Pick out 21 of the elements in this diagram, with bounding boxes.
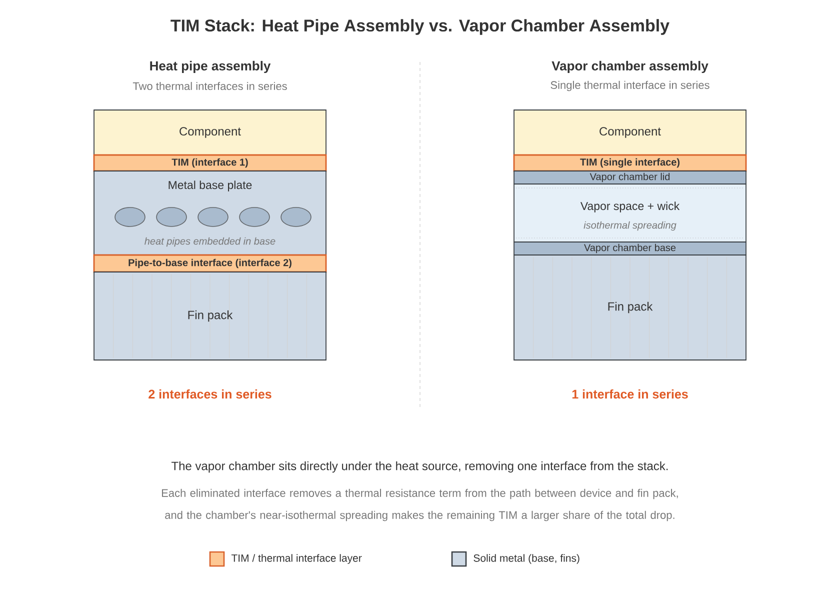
title: TIM Stack: Heat Pipe Assembly vs. Vapor Chamber Assembly	[170, 19, 670, 35]
component-layer: Component	[514, 110, 746, 156]
tim-layer: TIM (interface 1)	[93, 154, 327, 172]
explanation-paragraph: Each eliminated interface removes a thermal resistance term from the path between device and fin pack, and the chamber's near-isothermal spreading makes the remaining TIM a larger share of the total drop.	[162, 488, 678, 522]
summary-note: The vapor chamber sits directly under the heat source, removing one interface from the stack.	[172, 461, 668, 473]
column-heading: Vapor chamber assembly	[552, 60, 708, 74]
chamber-wall-layer: Vapor chamber lid	[514, 170, 746, 184]
legend-label: Solid metal (base, fins)	[474, 554, 580, 564]
fin-pack-layer: Fin pack	[94, 272, 326, 360]
legend-label: TIM / thermal interface layer	[231, 554, 362, 564]
component-layer: Component	[94, 110, 326, 156]
column-heading: Heat pipe assembly	[150, 60, 271, 74]
interface-count: 2 interfaces in series	[148, 389, 272, 399]
tim-layer: Pipe-to-base interface (interface 2)	[93, 254, 327, 273]
interface-count: 1 interface in series	[572, 389, 688, 399]
vapor-space-layer: Vapor space + wick isothermal spreading	[514, 184, 746, 242]
fin-pack-layer: Fin pack	[514, 254, 746, 360]
chamber-wall-layer: Vapor chamber base	[514, 242, 746, 256]
tim-layer: TIM (single interface)	[513, 154, 747, 172]
column-subtitle: Two thermal interfaces in series	[132, 82, 287, 90]
column-subtitle: Single thermal interface in series	[550, 80, 710, 92]
